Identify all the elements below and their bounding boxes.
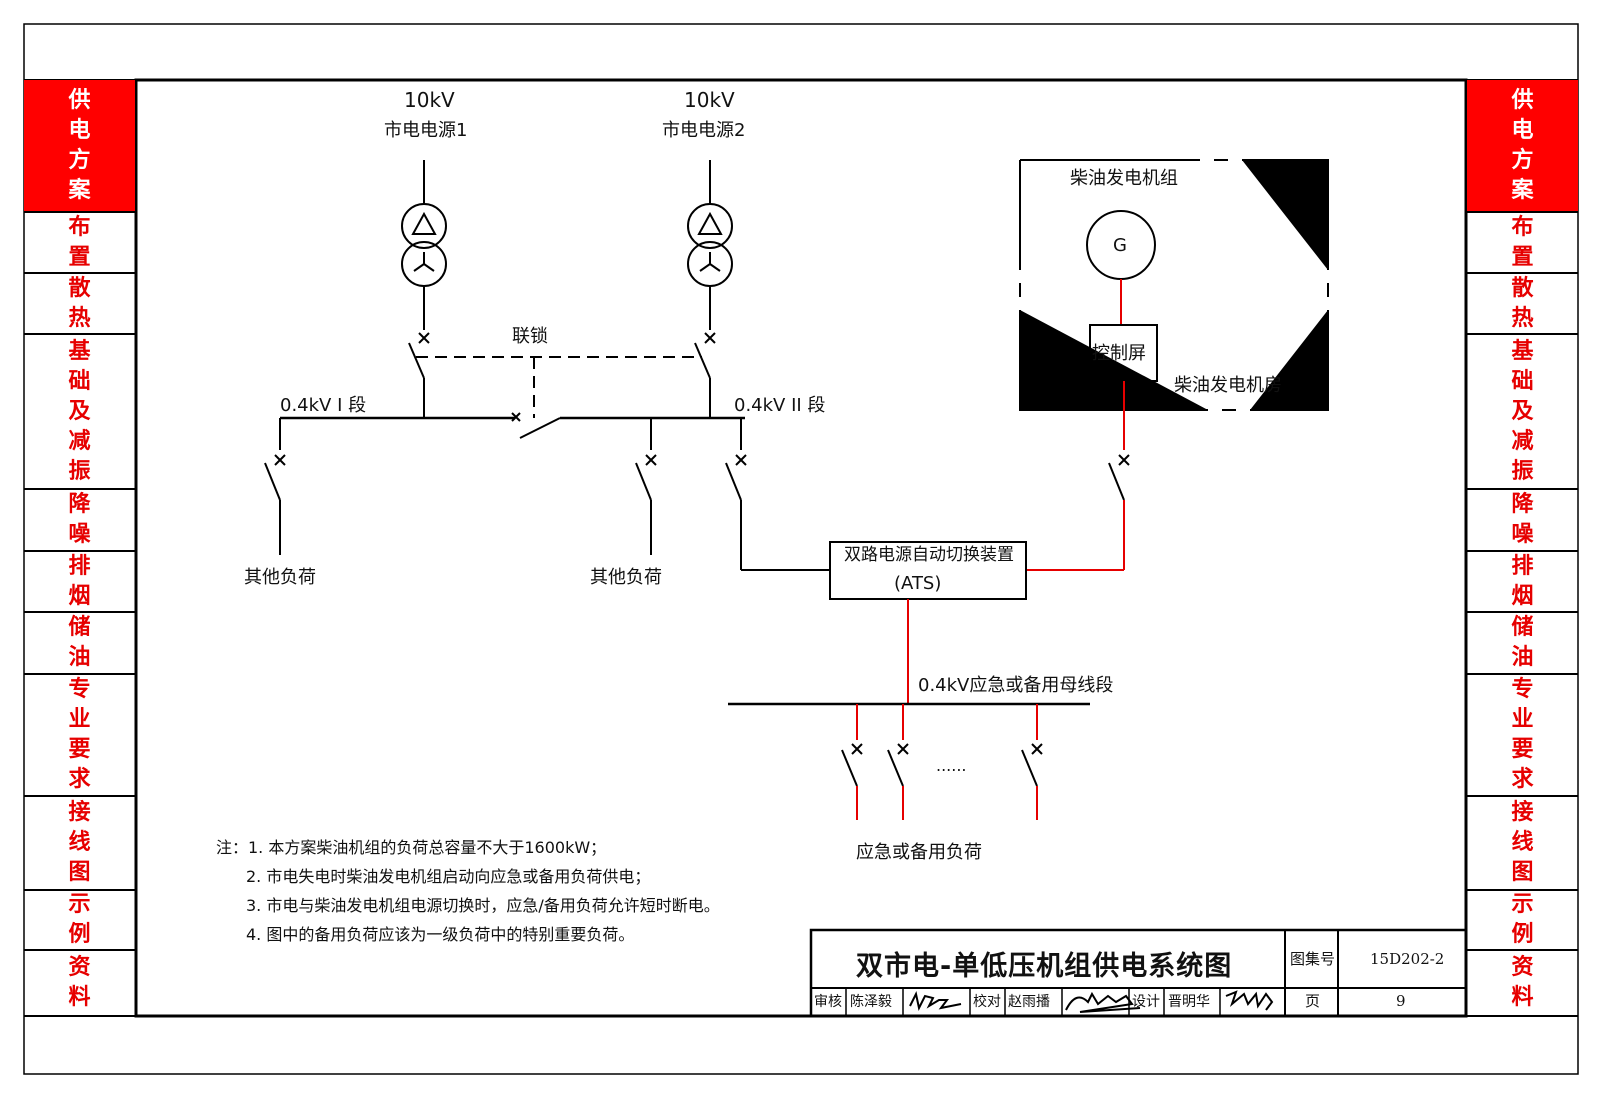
breaker-incoming-2: [694, 332, 716, 418]
interlock-label: 联锁: [512, 326, 548, 347]
tab-reference[interactable]: 资料: [68, 954, 91, 1010]
title-block: [809, 928, 1468, 1018]
source1-voltage: 10kV: [404, 88, 455, 112]
other-load-2-label: 其他负荷: [590, 567, 662, 588]
design-label: 设计: [1132, 994, 1160, 1010]
tab-examples[interactable]: 示例: [24, 891, 135, 951]
emergency-bus-label: 0.4kV应急或备用母线段: [918, 675, 1114, 696]
other-load-1-label: 其他负荷: [244, 567, 316, 588]
tab-noise-reduction[interactable]: 降噪: [24, 490, 135, 552]
notes: 注：1. 本方案柴油机组的负荷总容量不大于1600kW； 2. 市电失电时柴油发…: [216, 833, 720, 949]
tab-heat-dissipation[interactable]: 散热: [24, 274, 135, 335]
ats-box: [829, 541, 1027, 600]
source2-voltage: 10kV: [684, 88, 735, 112]
generator-g-label: G: [1113, 235, 1127, 256]
tab-layout[interactable]: 布置: [1467, 213, 1578, 274]
emergency-feeder-2: [887, 704, 909, 820]
sidebar-right: 供电方案 布置 散热 基础及减振 降噪 排烟 储油 专业要求 接线图 示例 资料: [1467, 80, 1578, 1014]
reviewer-name: 陈泽毅: [850, 994, 892, 1010]
tab-reference[interactable]: 资料: [1511, 954, 1534, 1010]
designer-name: 晋明华: [1168, 994, 1210, 1010]
tab-heat-dissipation[interactable]: 散热: [1467, 274, 1578, 335]
check-label: 校对: [973, 994, 1001, 1010]
breaker-incoming-1: [408, 332, 430, 418]
emergency-load-label: 应急或备用负荷: [856, 842, 982, 863]
atlas-number: 15D202-2: [1370, 950, 1445, 968]
control-panel-label: 控制屏: [1092, 343, 1146, 364]
tab-foundation-vibration[interactable]: 基础及减振: [1467, 335, 1578, 490]
ats-abbrev: (ATS): [894, 573, 942, 594]
note-2: 2. 市电失电时柴油发电机组启动向应急或备用负荷供电；: [246, 867, 651, 886]
tab-wiring-diagram[interactable]: 接线图: [1467, 797, 1578, 891]
ellipsis: ......: [936, 756, 967, 775]
genset-label: 柴油发电机组: [1070, 168, 1178, 189]
tab-noise-reduction[interactable]: 降噪: [1467, 490, 1578, 552]
tab-exhaust[interactable]: 排烟: [1467, 552, 1578, 613]
atlas-label: 图集号: [1290, 950, 1336, 968]
bus-tie-breaker: [519, 417, 561, 439]
tab-power-supply-scheme[interactable]: 供电方案: [24, 80, 135, 213]
tab-requirements[interactable]: 专业要求: [24, 675, 135, 797]
tab-requirements[interactable]: 专业要求: [1467, 675, 1578, 797]
emergency-feeder-1: [841, 704, 863, 820]
note-3: 3. 市电与柴油发电机组电源切换时，应急/备用负荷允许短时断电。: [246, 896, 720, 915]
bus1-label: 0.4kV I 段: [280, 395, 367, 416]
feeder-generator: [1026, 381, 1130, 571]
source1-name: 市电电源1: [384, 120, 468, 141]
tab-foundation-vibration[interactable]: 基础及减振: [24, 335, 135, 490]
review-label: 审核: [814, 994, 842, 1010]
note-4: 4. 图中的备用负荷应该为一级负荷中的特别重要负荷。: [246, 925, 635, 944]
signature-designer: [1225, 990, 1274, 1011]
generator-room-label: 柴油发电机房: [1174, 375, 1282, 396]
signature-reviewer: [909, 991, 962, 1011]
tab-layout[interactable]: 布置: [24, 213, 135, 274]
transformer-1: [401, 160, 447, 330]
tab-oil-storage[interactable]: 储油: [24, 613, 135, 675]
page-number: 9: [1396, 992, 1406, 1010]
tab-exhaust[interactable]: 排烟: [24, 552, 135, 613]
ats-label: 双路电源自动切换装置: [844, 545, 1014, 565]
emergency-feeder-3: [1021, 704, 1043, 820]
source2-name: 市电电源2: [662, 120, 746, 141]
feeder-other-load-1: [264, 418, 286, 555]
drawing-frame: [134, 78, 1468, 1018]
tab-examples[interactable]: 示例: [1467, 891, 1578, 951]
note-1: 注：1. 本方案柴油机组的负荷总容量不大于1600kW；: [216, 838, 607, 857]
signature-checker: [1065, 991, 1141, 1013]
checker-name: 赵雨播: [1008, 994, 1050, 1010]
tab-oil-storage[interactable]: 储油: [1467, 613, 1578, 675]
transformer-2: [687, 160, 733, 330]
page-label: 页: [1305, 992, 1321, 1010]
feeder-other-load-2: [635, 418, 657, 555]
generator-room: [1019, 159, 1329, 411]
sheet-border: [23, 23, 1579, 1075]
drawing-title: 双市电-单低压机组供电系统图: [856, 951, 1233, 982]
tab-wiring-diagram[interactable]: 接线图: [24, 797, 135, 891]
feeder-to-ats: [725, 418, 830, 571]
tab-power-supply-scheme[interactable]: 供电方案: [1467, 80, 1578, 213]
bus2-label: 0.4kV II 段: [734, 395, 826, 416]
sidebar-left: 供电方案 布置 散热 基础及减振 降噪 排烟 储油 专业要求 接线图 示例 资料: [24, 80, 135, 1014]
interlock-dashed: [416, 356, 702, 418]
